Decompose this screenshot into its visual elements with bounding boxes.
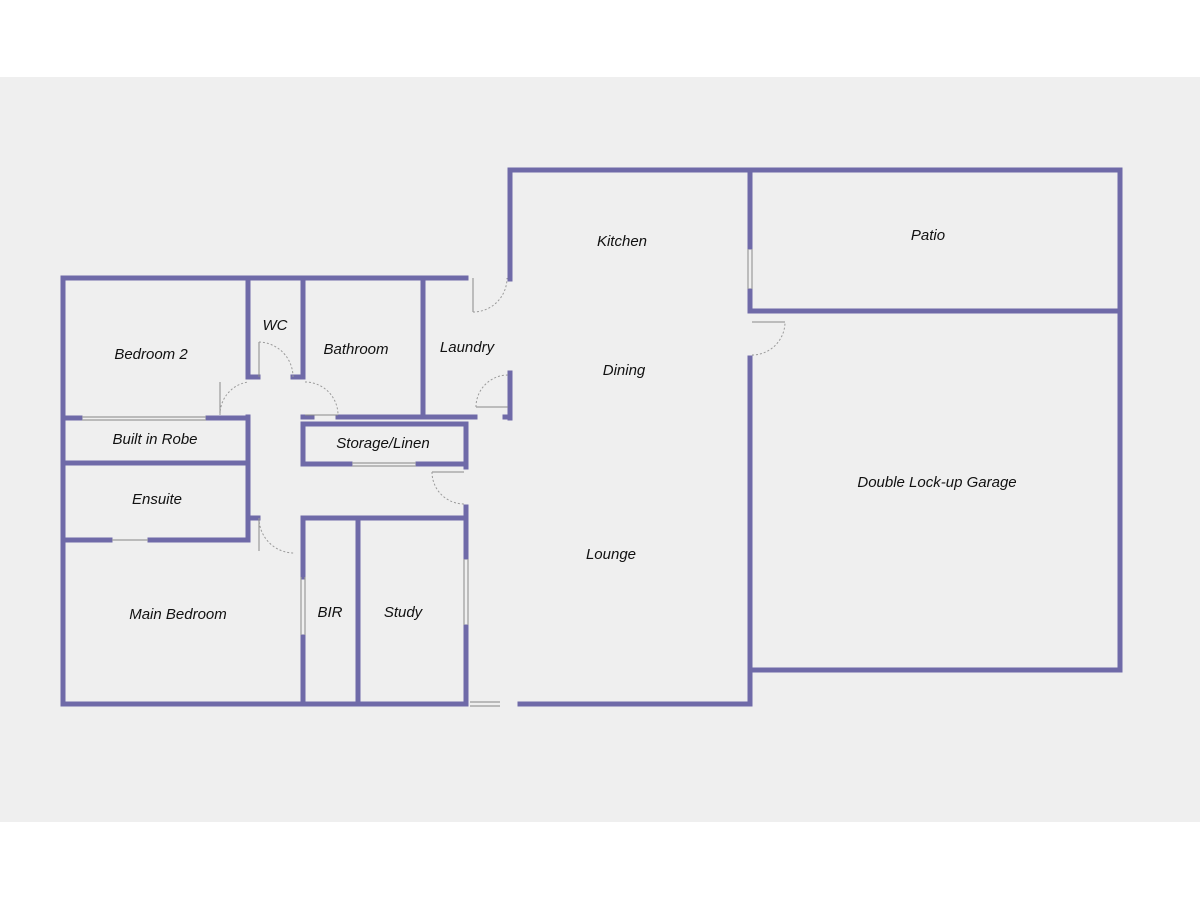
label-patio: Patio [911,227,945,244]
label-built-in-robe: Built in Robe [112,431,197,448]
door-bathroom [304,381,339,416]
label-laundry: Laundry [440,339,496,356]
door-bedroom2 [219,381,249,416]
plan-sheet: Kitchen Patio WC Bathroom Laundry Bedroo… [0,77,1200,822]
label-dining: Dining [603,362,646,379]
label-bathroom: Bathroom [323,341,388,358]
label-bir: BIR [317,604,342,621]
label-study: Study [384,604,424,621]
door-laundry-top [472,277,508,313]
label-bedroom2: Bedroom 2 [114,346,188,363]
door-wc [258,341,294,378]
label-double-garage: Double Lock-up Garage [857,474,1016,491]
floor-plan: Kitchen Patio WC Bathroom Laundry Bedroo… [60,167,1123,707]
door-garage [751,321,786,356]
label-kitchen: Kitchen [597,233,647,250]
label-wc: WC [263,317,288,334]
label-ensuite: Ensuite [132,491,182,508]
door-main-bedroom [258,517,295,554]
label-storage-linen: Storage/Linen [336,435,429,452]
door-laundry-bottom [475,374,509,408]
label-lounge: Lounge [586,546,636,563]
room-labels: Kitchen Patio WC Bathroom Laundry Bedroo… [112,227,1016,623]
doors-and-openings [82,249,786,707]
door-hall-storage [431,471,465,505]
walls [60,167,1123,707]
label-main-bedroom: Main Bedroom [129,606,227,623]
